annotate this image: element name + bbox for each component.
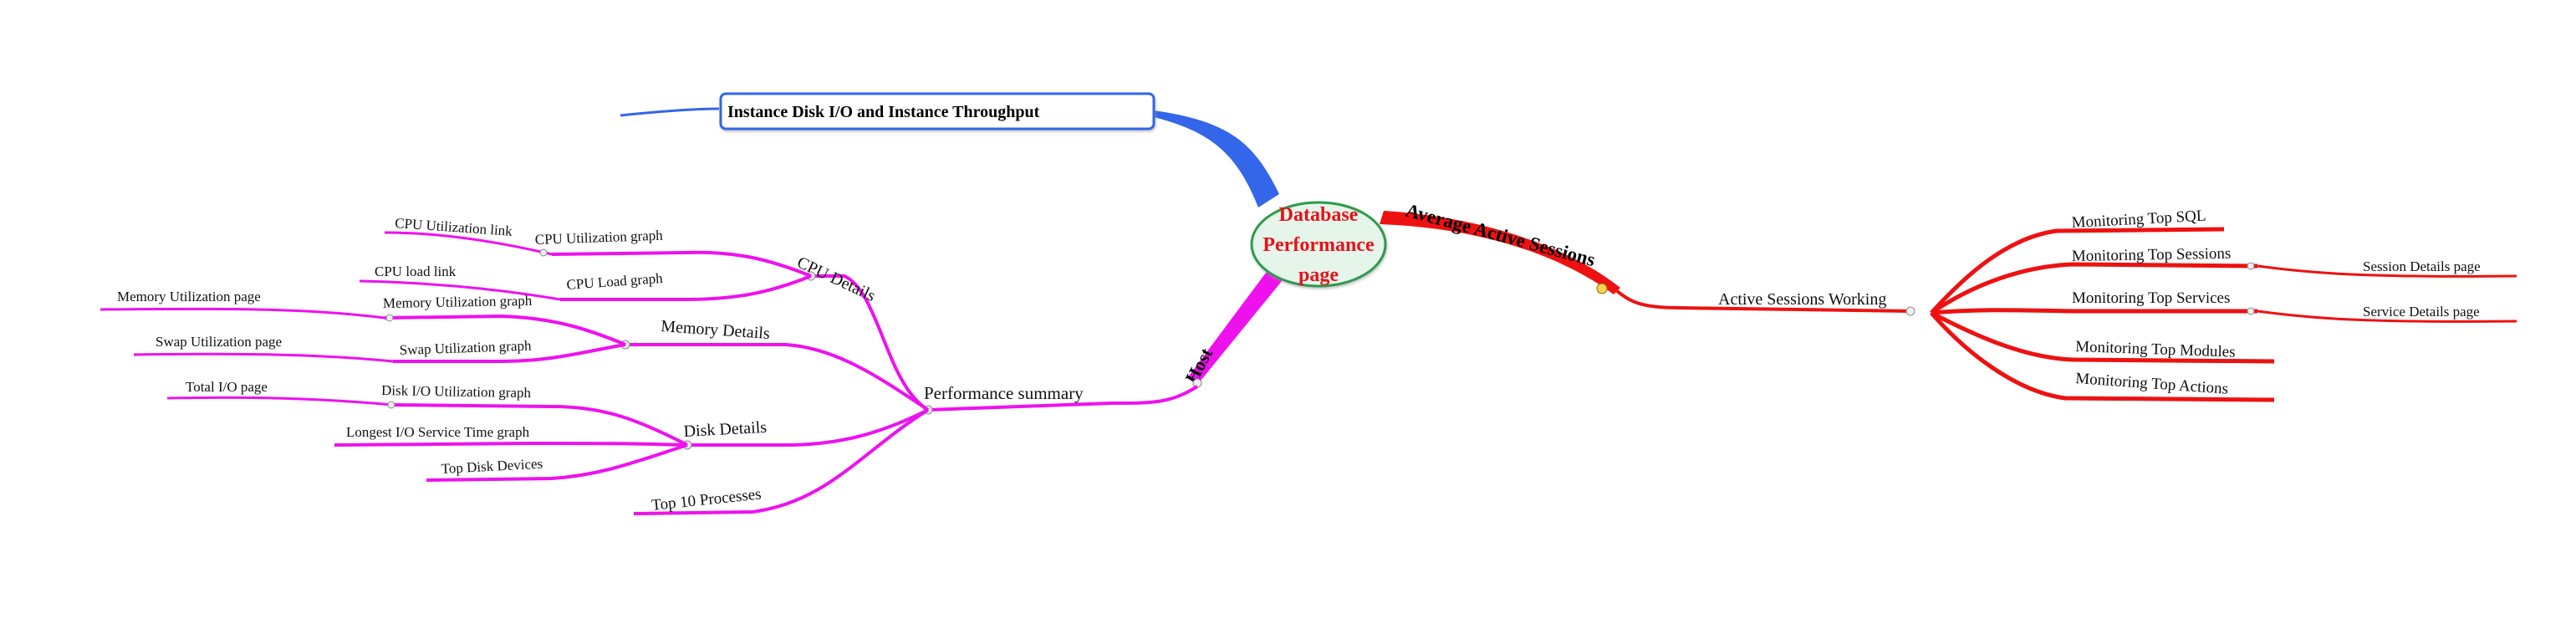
cpu-to-util-graph xyxy=(551,250,812,278)
sessions-sub-session-details xyxy=(2257,264,2517,278)
disk-details-label: Disk Details xyxy=(683,418,768,441)
performance-summary-label: Performance summary xyxy=(924,383,1084,403)
cpu-load-link: CPU load link xyxy=(375,263,457,279)
io-box-label: Instance Disk I/O and Instance Throughpu… xyxy=(727,103,1040,121)
disk-io-utilization-graph: Disk I/O Utilization graph xyxy=(381,382,532,401)
center-ellipse[interactable] xyxy=(1250,201,1387,288)
sessions-fan-modules xyxy=(1930,310,2275,364)
top-disk-devices: Top Disk Devices xyxy=(441,456,543,477)
io-tail-line xyxy=(620,107,720,117)
total-io-page: Total I/O page xyxy=(186,379,268,395)
sessions-star-node[interactable] xyxy=(1596,283,1608,294)
sessions-to-working xyxy=(1615,289,1915,313)
center-node[interactable]: Database Performance page xyxy=(1250,201,1387,288)
monitoring-top-modules: Monitoring Top Modules xyxy=(2075,338,2236,361)
swap-utilization-page: Swap Utilization page xyxy=(156,334,282,350)
cpu-load-sub xyxy=(359,279,561,301)
cpu-load-graph: CPU Load graph xyxy=(566,270,664,293)
center-line-3: page xyxy=(1298,264,1339,286)
sessions-connector xyxy=(1380,211,1620,294)
disk-io-sub xyxy=(166,396,394,407)
swap-util-sub xyxy=(133,352,394,363)
session-details-page: Session Details page xyxy=(2363,258,2481,274)
memory-utilization-page: Memory Utilization page xyxy=(117,289,261,304)
memory-util-node[interactable] xyxy=(385,314,394,322)
cpu-utilization-graph: CPU Utilization graph xyxy=(534,228,663,248)
cpu-util-sub xyxy=(384,231,553,256)
center-line-1: Database xyxy=(1279,204,1359,226)
longest-io-service-time-graph: Longest I/O Service Time graph xyxy=(346,424,530,440)
disk-to-io-graph xyxy=(392,403,688,447)
sessions-branch: Average Active Sessions Active Sessions … xyxy=(1380,200,2517,402)
io-branch: Instance Disk I/O and Instance Throughpu… xyxy=(620,92,1279,207)
sessions-fan-services xyxy=(1931,308,2257,315)
memory-utilization-graph: Memory Utilization graph xyxy=(383,293,533,311)
host-node[interactable] xyxy=(1192,378,1202,388)
sessions-sub-service-details xyxy=(2257,310,2517,323)
swap-utilization-graph: Swap Utilization graph xyxy=(399,337,532,358)
cpu-util-node[interactable] xyxy=(539,248,548,257)
sessions-working-node[interactable] xyxy=(1905,306,1915,316)
memory-details-label: Memory Details xyxy=(661,317,771,343)
host-branch: Host Performance summary CPU Details CPU… xyxy=(99,215,1286,515)
io-connector xyxy=(1154,110,1279,207)
summary-to-memory xyxy=(627,343,930,412)
memory-to-util-graph xyxy=(384,314,626,346)
summary-to-cpu xyxy=(811,274,930,412)
cpu-to-load-graph xyxy=(560,274,812,301)
disk-to-top-devices xyxy=(426,443,688,482)
memory-to-swap-graph xyxy=(393,343,626,363)
service-details-node[interactable] xyxy=(2247,307,2255,315)
monitoring-top-sessions: Monitoring Top Sessions xyxy=(2072,245,2232,265)
sessions-fan-sql xyxy=(1930,227,2225,315)
io-box[interactable] xyxy=(719,92,1155,130)
session-details-node[interactable] xyxy=(2247,262,2255,270)
sessions-fan-actions xyxy=(1930,311,2275,402)
top-10-processes: Top 10 Processes xyxy=(650,485,762,514)
sessions-label: Average Active Sessions xyxy=(1404,200,1598,271)
monitoring-top-actions: Monitoring Top Actions xyxy=(2075,370,2229,398)
summary-to-top10 xyxy=(633,408,930,515)
center-line-2: Performance xyxy=(1262,234,1375,256)
disk-io-node[interactable] xyxy=(387,401,395,409)
disk-to-longest xyxy=(334,441,688,447)
monitoring-top-services: Monitoring Top Services xyxy=(2072,289,2230,307)
summary-to-disk xyxy=(686,408,929,447)
sessions-working-label: Active Sessions Working xyxy=(1718,290,1886,309)
service-details-page: Service Details page xyxy=(2363,304,2480,320)
cpu-utilization-link: CPU Utilization link xyxy=(395,215,513,239)
host-connector xyxy=(1187,266,1286,385)
sessions-fan-sessions xyxy=(1930,262,2258,315)
host-to-summary xyxy=(927,385,1199,412)
memory-util-sub xyxy=(99,307,385,320)
